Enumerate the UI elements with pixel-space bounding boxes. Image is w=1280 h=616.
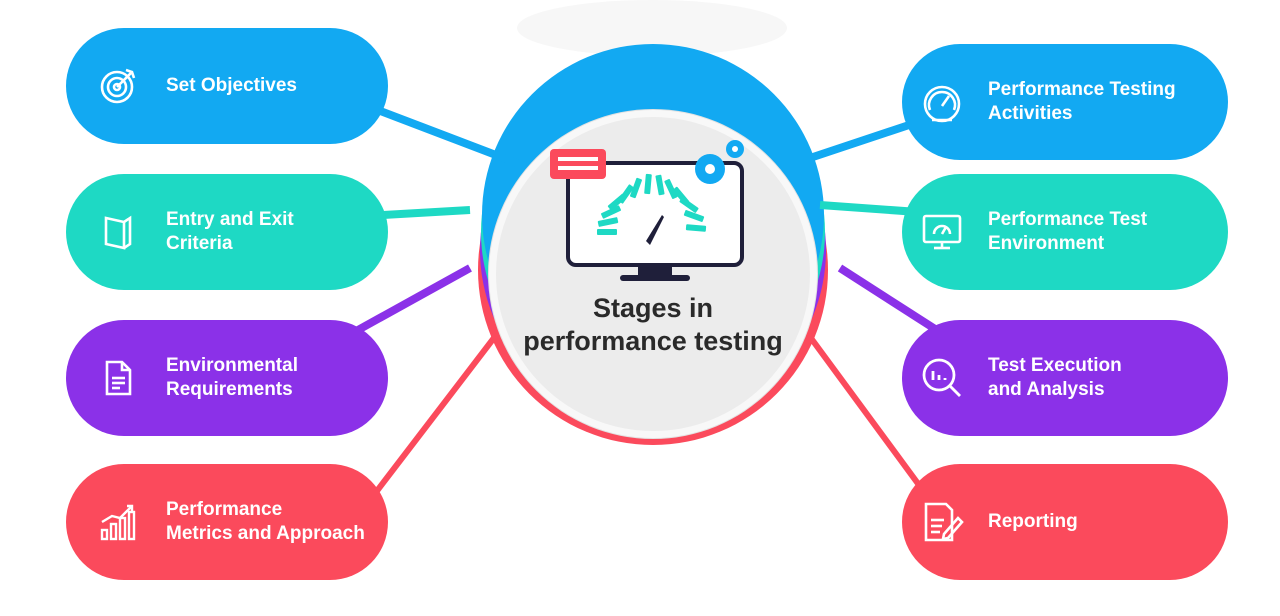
stage-label: Reporting: [988, 511, 1078, 532]
stage-environmental-requirements: Environmental Requirements: [66, 320, 388, 436]
growth-chart-icon: [96, 500, 140, 544]
stage-label: Set Objectives: [166, 75, 297, 96]
stage-performance-test-environment: Performance Test Environment: [902, 174, 1228, 290]
stage-set-objectives: Set Objectives: [66, 28, 388, 144]
monitor-speedometer-illustration: [550, 140, 744, 281]
stage-label: Performance Metrics and Approach: [166, 499, 365, 544]
stage-label: Entry and Exit Criteria: [166, 209, 294, 254]
stage-reporting: Reporting: [902, 464, 1228, 580]
magnifier-chart-icon: [920, 356, 964, 400]
center-title-line2: performance testing: [523, 326, 783, 356]
book-icon: [96, 210, 140, 254]
stage-performance-metrics: Performance Metrics and Approach: [66, 464, 388, 580]
center-title-line1: Stages in: [592, 293, 714, 323]
stage-entry-exit-criteria: Entry and Exit Criteria: [66, 174, 388, 290]
target-icon: [96, 64, 140, 108]
stage-performance-testing-activities: Performance Testing Activities: [902, 44, 1228, 160]
stage-test-execution-analysis: Test Execution and Analysis: [902, 320, 1228, 436]
document-icon: [96, 356, 140, 400]
stage-label: Performance Test Environment: [988, 209, 1148, 254]
connector-metrics: [367, 328, 503, 502]
connector-environmental: [338, 264, 472, 344]
connector-reporting: [802, 328, 933, 502]
report-edit-icon: [920, 500, 964, 544]
top-highlight: [517, 0, 787, 56]
monitor-gauge-icon: [920, 210, 964, 254]
stage-label: Performance Testing Activities: [988, 79, 1176, 124]
stage-label: Test Execution and Analysis: [988, 355, 1122, 400]
speedometer-icon: [920, 80, 964, 124]
stage-label: Environmental Requirements: [166, 355, 298, 400]
center-title: Stages in performance testing: [489, 292, 817, 358]
